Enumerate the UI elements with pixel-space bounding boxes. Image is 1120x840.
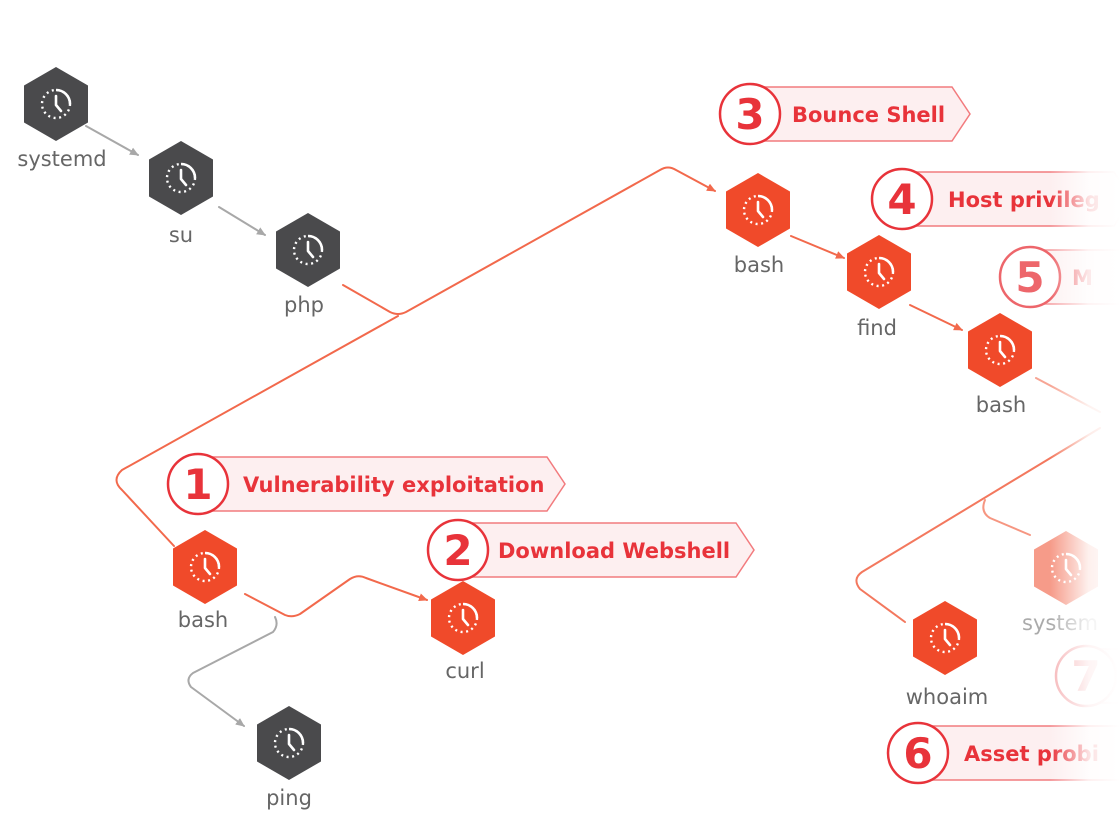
clock-icon bbox=[189, 551, 221, 583]
clock-icon bbox=[742, 194, 774, 226]
clock-icon bbox=[40, 88, 72, 120]
node-label-bash3: bash bbox=[975, 393, 1027, 417]
edge-branch-mid bbox=[855, 427, 1101, 623]
clock-icon bbox=[165, 162, 197, 194]
step-number: 6 bbox=[903, 729, 932, 778]
edge-php-bash2 bbox=[342, 166, 716, 315]
edge-bash1-ping bbox=[187, 616, 278, 727]
edge-find-bash3 bbox=[909, 304, 963, 331]
node-label-curl: curl bbox=[445, 659, 485, 683]
clock-icon bbox=[984, 334, 1016, 366]
node-label-bash2: bash bbox=[733, 253, 785, 277]
edge-php-bash1 bbox=[115, 315, 399, 547]
step-text: Host privileg bbox=[948, 188, 1100, 212]
node-label-find: find bbox=[857, 316, 897, 340]
process-node-whoaim[interactable] bbox=[913, 601, 977, 675]
step-tag-layer: 1 Vulnerability exploitation 2 Download Web… bbox=[166, 82, 1120, 785]
step-tag-1: 1 Vulnerability exploitation bbox=[166, 452, 566, 516]
step-text: Vulnerability exploitation bbox=[243, 473, 545, 497]
process-node-systemx[interactable] bbox=[1034, 531, 1098, 605]
step-number: 3 bbox=[735, 90, 764, 139]
step-number: 5 bbox=[1015, 253, 1044, 302]
process-node-systemd[interactable] bbox=[24, 67, 88, 141]
edge-layer bbox=[85, 125, 1101, 727]
process-node-bash2[interactable] bbox=[726, 173, 790, 247]
clock-icon bbox=[929, 622, 961, 654]
clock-icon bbox=[292, 234, 324, 266]
process-node-curl[interactable] bbox=[431, 581, 495, 655]
step-tag-6: 6 Asset probi bbox=[886, 721, 1120, 785]
clock-icon bbox=[273, 727, 305, 759]
process-node-bash3[interactable] bbox=[968, 313, 1032, 387]
step-tag-2: 2 Download Webshell bbox=[426, 518, 755, 582]
step-tag-3: 3 Bounce Shell bbox=[718, 82, 971, 146]
process-node-bash1[interactable] bbox=[173, 530, 237, 604]
step-number-badge bbox=[718, 82, 782, 146]
step-text: Bounce Shell bbox=[792, 103, 945, 127]
step-tag-7: 7 bbox=[1054, 644, 1120, 708]
node-label-su: su bbox=[168, 223, 194, 247]
process-node-su[interactable] bbox=[149, 141, 213, 215]
edge-bash2-find bbox=[790, 235, 845, 259]
edge-su-php bbox=[218, 206, 266, 236]
step-number: 4 bbox=[887, 175, 916, 224]
step-number-badge bbox=[426, 518, 490, 582]
edge-bash1-curl bbox=[244, 575, 428, 618]
node-label-bash1: bash bbox=[177, 608, 229, 632]
clock-icon bbox=[447, 602, 479, 634]
step-text: Asset probi bbox=[964, 742, 1099, 766]
node-label-systemd: systemd bbox=[17, 147, 107, 171]
step-number-badge bbox=[870, 167, 934, 231]
step-number: 2 bbox=[443, 526, 472, 575]
step-number: 7 bbox=[1071, 652, 1100, 701]
step-text: M bbox=[1072, 266, 1093, 290]
edge-branch-system bbox=[982, 499, 1031, 536]
process-node-php[interactable] bbox=[276, 213, 340, 287]
step-text: Download Webshell bbox=[498, 539, 730, 563]
step-tag-4: 4 Host privileg bbox=[870, 167, 1120, 231]
clock-icon bbox=[863, 256, 895, 288]
edge-systemd-su bbox=[85, 125, 139, 156]
step-number-badge bbox=[166, 452, 230, 516]
node-label-systemx: system bbox=[1022, 611, 1098, 635]
process-node-ping[interactable] bbox=[257, 706, 321, 780]
node-label-ping: ping bbox=[266, 786, 312, 810]
node-label-php: php bbox=[284, 293, 324, 317]
step-number: 1 bbox=[183, 460, 212, 509]
step-number-badge bbox=[886, 721, 950, 785]
process-node-find[interactable] bbox=[847, 235, 911, 309]
node-label-whoaim: whoaim bbox=[905, 685, 989, 709]
